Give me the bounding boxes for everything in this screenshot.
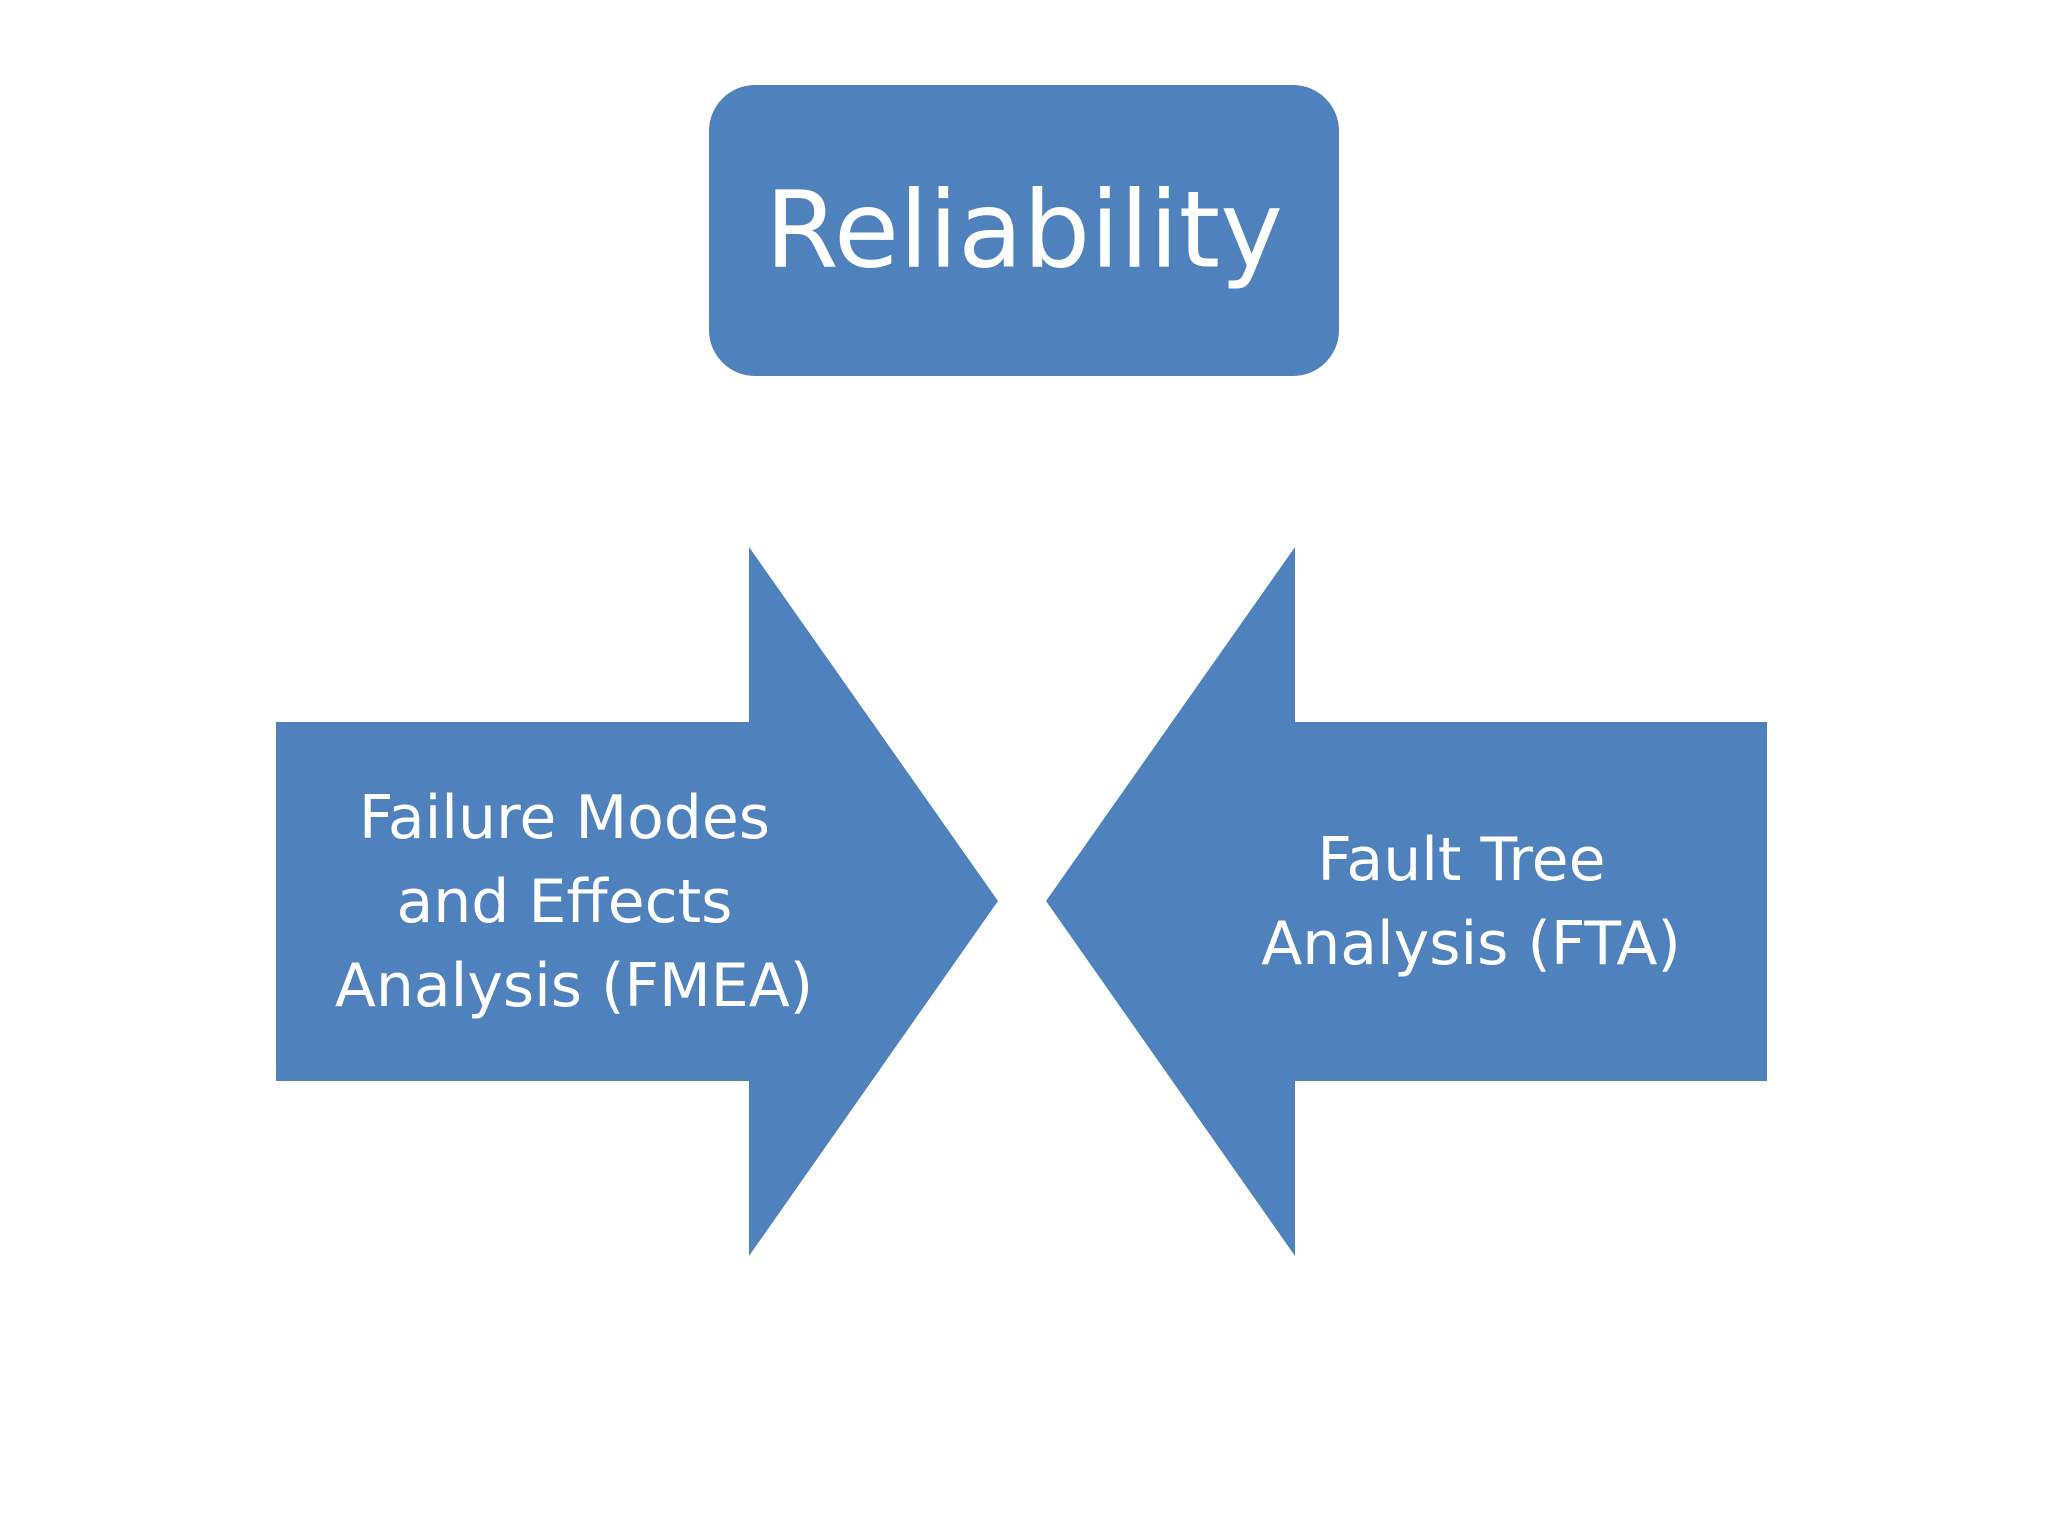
reliability-box-shape <box>709 85 1339 376</box>
fta-label-line-2: Analysis (FTA) <box>1261 909 1681 979</box>
fmea-label-line-2: and Effects <box>397 867 733 937</box>
fmea-label-line-3: Analysis (FMEA) <box>335 951 813 1021</box>
fmea-label-line-1: Failure Modes <box>359 783 770 853</box>
fta-label-line-1: Fault Tree <box>1317 825 1605 895</box>
reliability-box: Reliability <box>709 85 1339 376</box>
fta-arrow-shape <box>1046 547 1767 1256</box>
reliability-label: Reliability <box>765 169 1283 292</box>
fmea-arrow: Failure Modes and Effects Analysis (FMEA… <box>276 547 998 1256</box>
fmea-arrow-shape <box>276 547 998 1256</box>
fta-arrow: Fault Tree Analysis (FTA) <box>1046 547 1767 1256</box>
fta-label: Fault Tree Analysis (FTA) <box>1261 825 1681 979</box>
fmea-label: Failure Modes and Effects Analysis (FMEA… <box>335 783 813 1021</box>
